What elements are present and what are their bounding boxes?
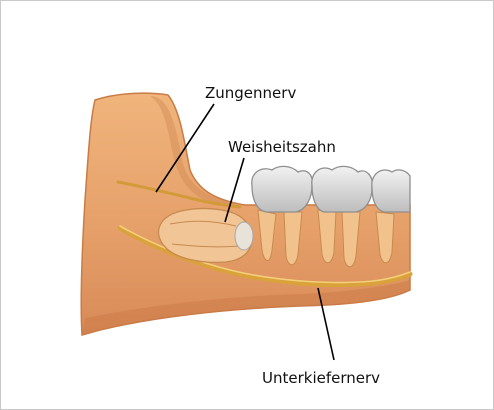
mandibular-nerve-label: Unterkiefernerv bbox=[262, 369, 380, 387]
wisdom-tooth-label: Weisheitszahn bbox=[228, 138, 336, 156]
tongue-nerve-label: Zungennerv bbox=[205, 84, 296, 102]
